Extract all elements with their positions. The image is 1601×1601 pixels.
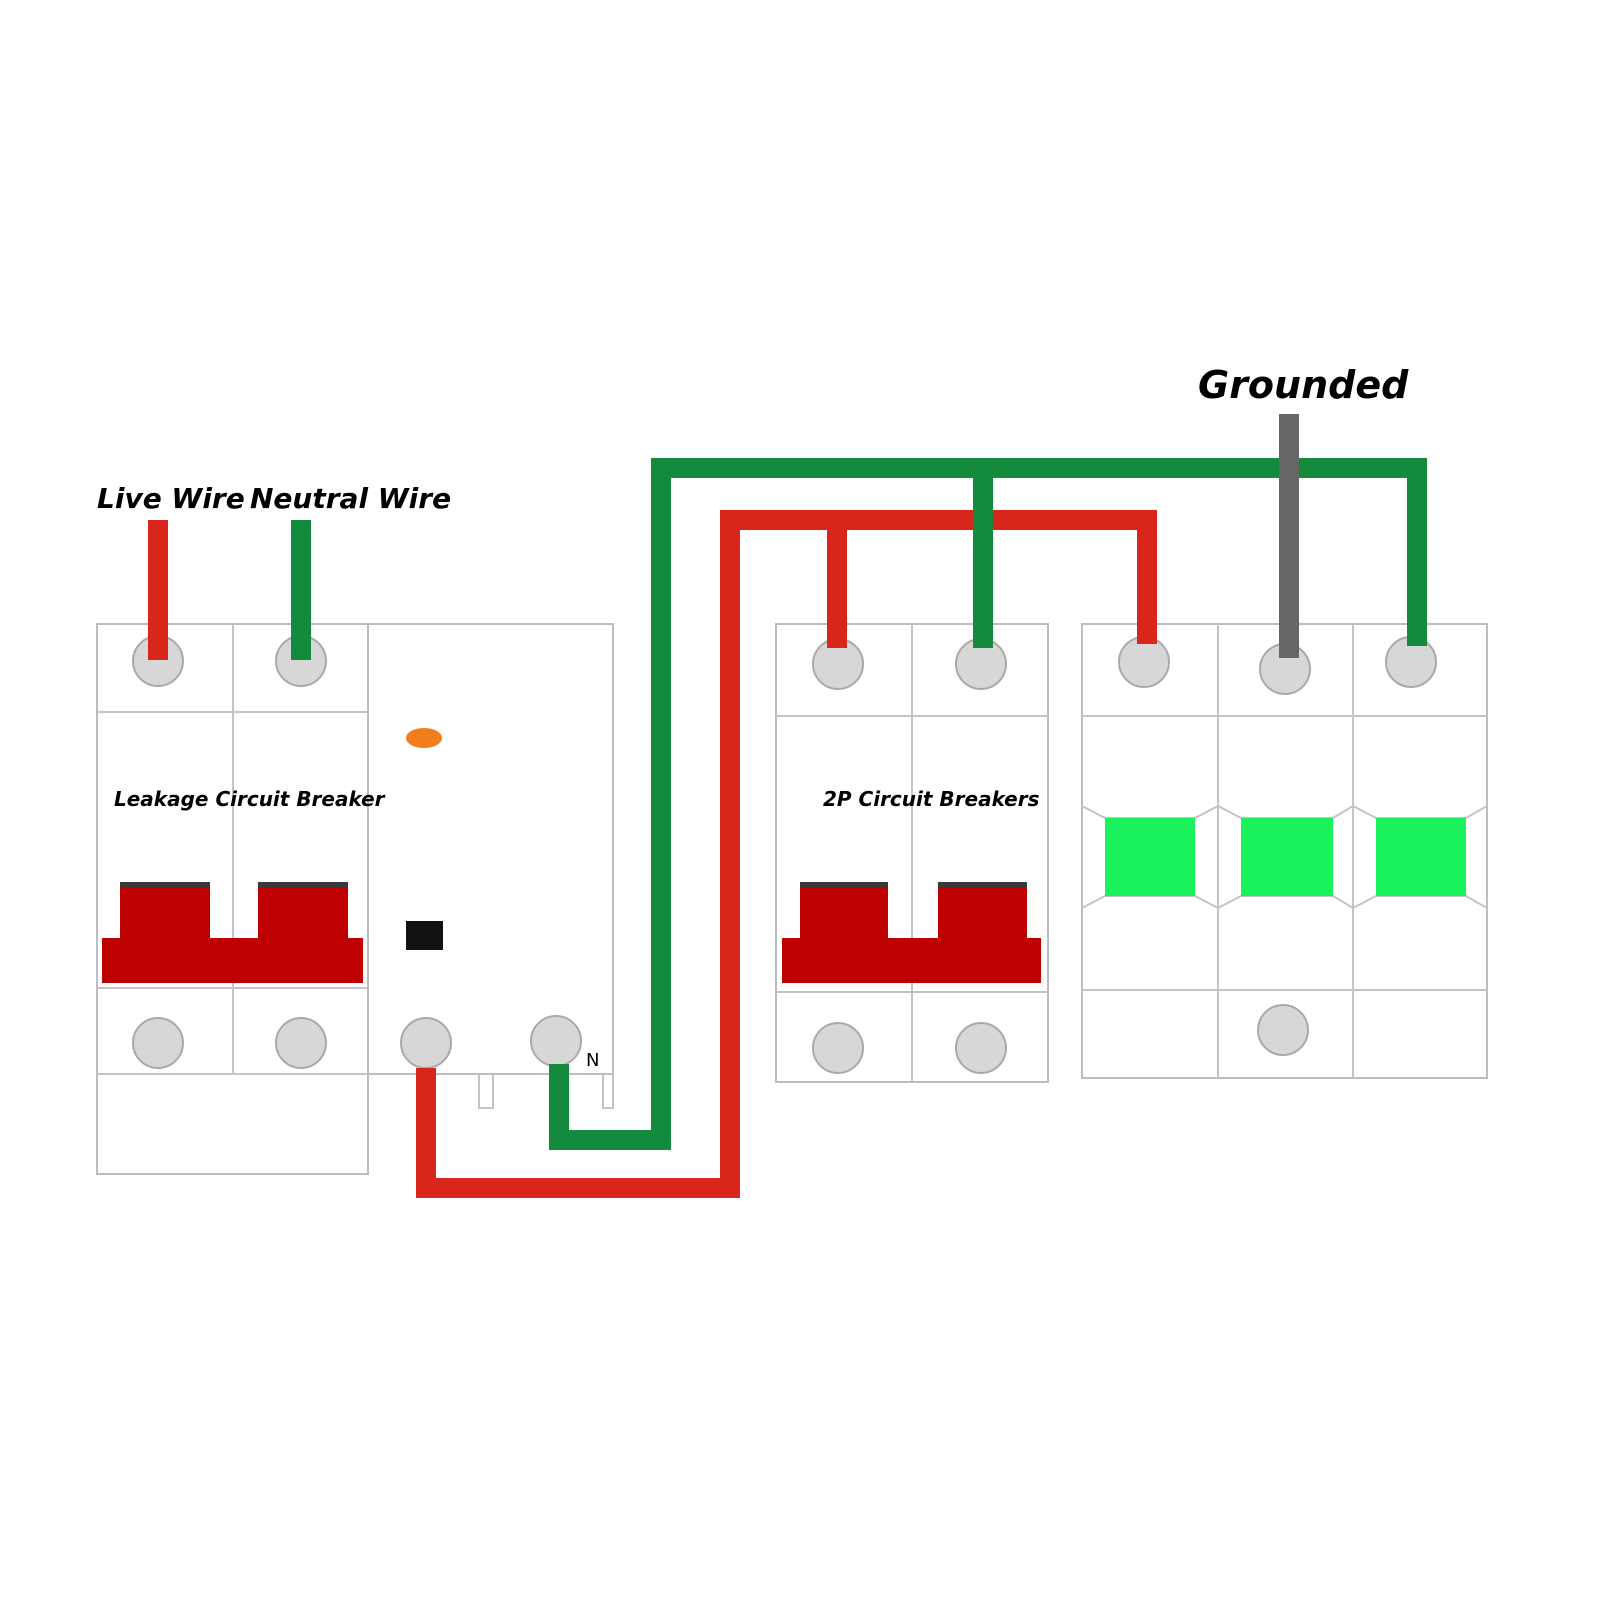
wire-ends [148,414,1427,1098]
labels: Live Wire Neutral Wire Grounded Leakage … [97,363,1409,1071]
surge-status-window-1 [1105,818,1195,896]
leakage-breaker-label: Leakage Circuit Breaker [114,787,386,811]
surge-terminal-live [1118,636,1170,688]
surge-protector [1081,623,1488,1079]
rcd-bottom-terminal-2 [275,1017,327,1069]
surge-status-window-3 [1376,818,1466,896]
indicator-light [406,728,442,748]
neutral-wire-label: Neutral Wire [250,482,451,515]
breaker-2p-handle[interactable] [782,882,1041,983]
breakers-2p-label: 2P Circuit Breakers [823,787,1040,811]
breaker-2p-bottom-terminal-2 [955,1022,1007,1074]
residual-current-module [367,623,614,1075]
grounded-label: Grounded [1198,363,1409,407]
two-pole-circuit-breaker [775,623,1049,1083]
leakage-circuit-breaker [96,623,614,1175]
neutral-marker-label: N [586,1050,599,1071]
surge-bottom-terminal [1257,1004,1309,1056]
live-wire-label: Live Wire [97,482,245,515]
rcd-output-terminal-live [400,1017,452,1069]
rcd-breaker-handle[interactable] [102,882,363,983]
rcd-bottom-terminal-1 [132,1017,184,1069]
rcd-output-terminal-neutral [530,1015,582,1067]
breaker-2p-bottom-terminal-1 [812,1022,864,1074]
test-button[interactable] [406,921,443,950]
surge-status-window-2 [1241,818,1333,896]
